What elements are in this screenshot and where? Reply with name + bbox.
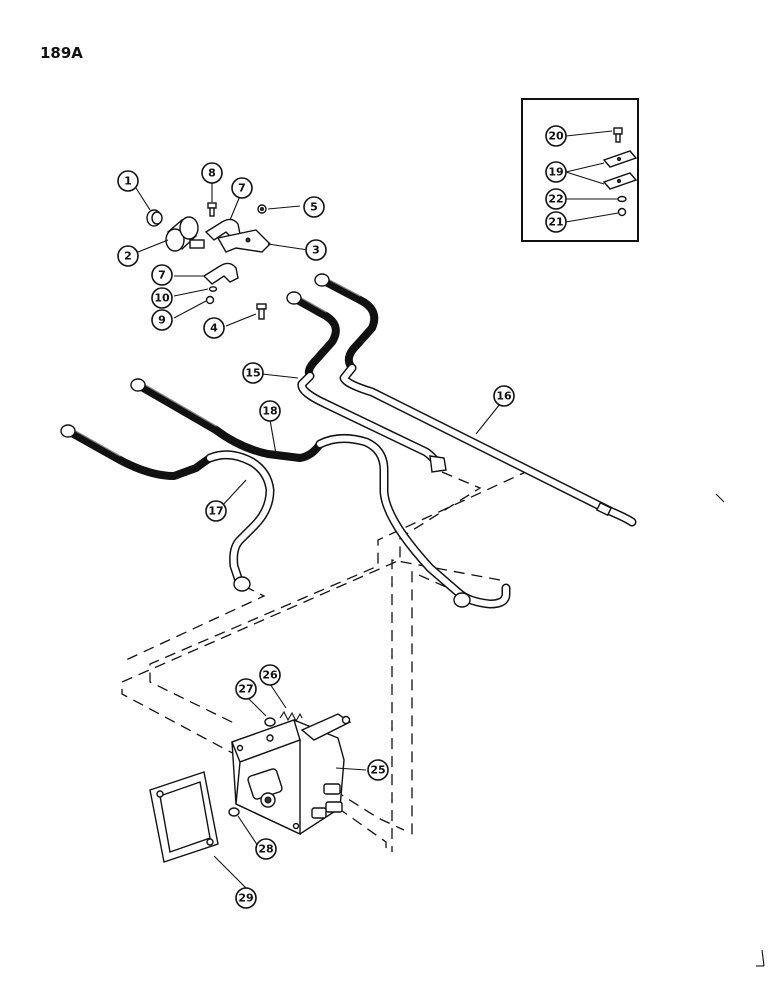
callout-18-label: 18 (262, 405, 277, 418)
callout-20-label: 20 (548, 130, 564, 143)
callout-7-lower: 7 (151, 264, 173, 286)
callout-3-label: 3 (312, 244, 320, 257)
washer-part-27 (264, 717, 276, 727)
callout-18: 18 (259, 400, 281, 422)
callout-2-label: 2 (124, 250, 132, 263)
callout-1: 1 (117, 170, 139, 192)
callout-4: 4 (203, 317, 225, 339)
hardware-group (135, 182, 309, 327)
pump-assembly-part-25 (231, 713, 352, 836)
callout-9-label: 9 (158, 314, 166, 327)
callout-1-label: 1 (124, 175, 132, 188)
callout-27: 27 (235, 678, 257, 700)
callout-10: 10 (151, 287, 173, 309)
callout-17-label: 17 (208, 505, 223, 518)
callout-15-label: 15 (245, 367, 260, 380)
tube-part-16 (314, 273, 637, 527)
grommet-part-1 (146, 209, 163, 227)
bracket-part-3 (216, 229, 271, 253)
washer-part-22 (617, 195, 627, 203)
callout-27-label: 27 (238, 683, 253, 696)
callout-15: 15 (242, 362, 264, 384)
spring-part-26 (279, 710, 303, 723)
bolt-part-4 (256, 303, 267, 320)
callout-8-label: 8 (208, 167, 216, 180)
callout-16-label: 16 (496, 390, 512, 403)
clip-part-19 (602, 150, 638, 190)
callout-22-label: 22 (548, 193, 563, 206)
callout-28: 28 (255, 838, 277, 860)
callout-3: 3 (305, 239, 327, 261)
callout-7-upper-label: 7 (238, 182, 246, 195)
callout-5: 5 (303, 196, 325, 218)
callout-9: 9 (151, 309, 173, 331)
tube-part-15 (286, 291, 447, 473)
callout-21: 21 (545, 211, 567, 233)
callout-16: 16 (493, 385, 515, 407)
callout-8: 8 (201, 162, 223, 184)
callout-29-label: 29 (238, 892, 253, 905)
callout-25-label: 25 (370, 764, 385, 777)
callout-19-label: 19 (548, 166, 563, 179)
callout-5-label: 5 (310, 201, 318, 214)
callout-20: 20 (545, 125, 567, 147)
main-leaders (213, 373, 501, 889)
callout-7-lower-label: 7 (158, 269, 166, 282)
callout-22: 22 (545, 188, 567, 210)
clamp-part-7-lower (202, 262, 239, 285)
callout-26: 26 (259, 664, 281, 686)
bolt-part-8 (207, 202, 217, 217)
callout-25: 25 (367, 759, 389, 781)
inset-detail (521, 98, 639, 242)
scan-marks (715, 493, 765, 967)
callout-19: 19 (545, 161, 567, 183)
nut-part-9 (205, 295, 215, 305)
washer-part-10 (208, 286, 218, 292)
callout-21-label: 21 (548, 216, 563, 229)
tube-part-17 (60, 424, 275, 592)
tube-part-18 (130, 378, 511, 609)
page-number: 189A (40, 44, 83, 62)
callout-29: 29 (235, 887, 257, 909)
callout-26-label: 26 (262, 669, 278, 682)
nut-part-21 (617, 207, 627, 217)
callout-28-label: 28 (258, 843, 273, 856)
callout-10-label: 10 (154, 292, 170, 305)
bolt-part-20 (613, 127, 623, 143)
washer-part-28 (228, 807, 240, 817)
gasket-part-29 (149, 771, 219, 863)
nut-part-5 (257, 204, 267, 214)
callout-4-label: 4 (210, 322, 218, 335)
callout-2: 2 (117, 245, 139, 267)
fitting-part-2 (165, 216, 205, 252)
callout-17: 17 (205, 500, 227, 522)
callout-7-upper: 7 (231, 177, 253, 199)
